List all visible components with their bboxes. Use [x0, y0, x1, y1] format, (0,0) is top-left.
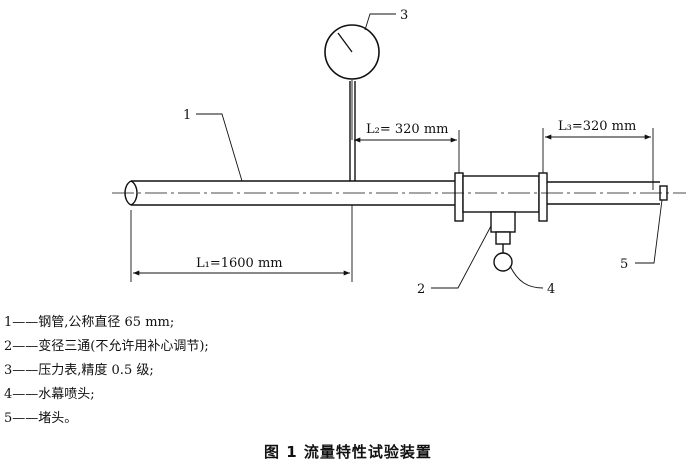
water-curtain-nozzle — [493, 231, 513, 272]
leader-1 — [196, 113, 243, 182]
dimension-l2 — [351, 80, 460, 173]
callout-2: 2 — [417, 282, 425, 297]
callout-1: 1 — [183, 108, 191, 123]
legend-item: 3——压力表,精度 0.5 级; — [4, 363, 154, 378]
callout-3: 3 — [400, 8, 408, 23]
dimension-l1 — [130, 205, 353, 282]
legend-item: 4——水幕喷头; — [4, 387, 95, 402]
dimension-l2-label: L₂= 320 mm — [366, 122, 448, 137]
pressure-gauge — [324, 24, 380, 181]
dimension-l3-label: L₃=320 mm — [558, 119, 636, 134]
dimension-l1-label: L₁=1600 mm — [196, 256, 283, 271]
callout-4: 4 — [547, 282, 555, 297]
flow-test-apparatus-diagram: L₁=1600 mm L₂= 320 mm L₃=320 mm 1 2 3 4 … — [112, 8, 686, 297]
leader-2 — [431, 225, 492, 289]
legend-item: 2——变径三通(不允许用补心调节); — [4, 339, 209, 354]
parts-legend: 1——钢管,公称直径 65 mm; 2——变径三通(不允许用补心调节); 3——… — [4, 311, 209, 431]
legend-item: 5——堵头。 — [4, 411, 78, 426]
leader-4 — [509, 265, 544, 289]
figure-caption: 图 1 流量特性试验装置 — [264, 443, 432, 461]
leader-5 — [635, 199, 663, 264]
leader-3 — [364, 13, 396, 31]
legend-item: 1——钢管,公称直径 65 mm; — [4, 315, 175, 330]
reducing-tee — [454, 172, 660, 233]
dimension-l3 — [542, 128, 654, 190]
callout-5: 5 — [620, 257, 628, 272]
